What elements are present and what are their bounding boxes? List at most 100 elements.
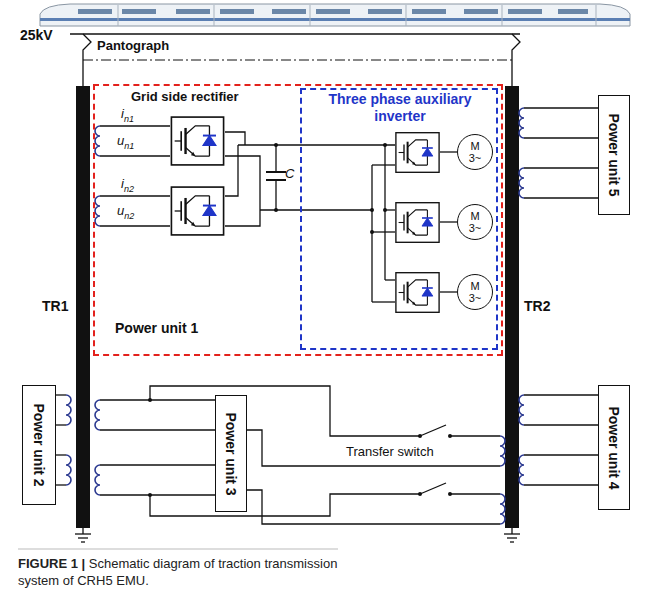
figure-number: FIGURE 1 | bbox=[18, 556, 85, 571]
caption-rule bbox=[18, 549, 338, 550]
ground-symbol bbox=[75, 533, 91, 534]
transformer-winding bbox=[519, 455, 524, 485]
switch-module bbox=[171, 117, 439, 312]
switch-module bbox=[396, 273, 439, 313]
train-illustration bbox=[502, 5, 503, 26]
train-illustration bbox=[316, 9, 350, 14]
power-unit-box: Power unit 5 bbox=[598, 95, 630, 215]
part-label: Pantograph bbox=[97, 38, 169, 53]
wire bbox=[56, 424, 66, 425]
wire bbox=[420, 425, 446, 436]
train-illustration bbox=[464, 9, 498, 14]
junction-dot bbox=[274, 208, 278, 212]
wire bbox=[100, 494, 215, 495]
transformer-winding bbox=[66, 108, 524, 524]
wire bbox=[450, 493, 500, 494]
wire bbox=[524, 137, 598, 138]
transformer-winding bbox=[95, 126, 100, 156]
junction-dot bbox=[148, 398, 152, 402]
train-illustration bbox=[412, 9, 446, 14]
wire bbox=[420, 483, 446, 494]
unit-label: Power unit 4 bbox=[606, 406, 622, 489]
transformer-bar bbox=[505, 86, 519, 528]
subscript: n2 bbox=[124, 184, 134, 194]
transformer-bar bbox=[76, 86, 90, 528]
wire bbox=[100, 155, 170, 156]
train-illustration bbox=[220, 9, 254, 14]
motor-label: M bbox=[470, 210, 479, 222]
transformer-winding bbox=[500, 436, 505, 466]
motor-symbol: M3~ bbox=[457, 134, 493, 170]
wire bbox=[56, 394, 66, 395]
wire bbox=[100, 225, 170, 226]
ground-symbol bbox=[511, 528, 512, 534]
transformer-bar bbox=[76, 86, 519, 528]
train-illustration bbox=[78, 9, 588, 14]
wire bbox=[524, 107, 598, 108]
ground-symbol bbox=[75, 528, 520, 542]
switch-module bbox=[396, 203, 439, 243]
wire bbox=[385, 279, 395, 280]
junction-dot bbox=[370, 208, 374, 212]
switch-module bbox=[396, 133, 439, 173]
unit-label: Power unit 2 bbox=[31, 403, 47, 486]
wire bbox=[440, 291, 457, 292]
subscript: n1 bbox=[124, 141, 134, 151]
wire bbox=[247, 430, 500, 466]
wire bbox=[524, 484, 598, 485]
train-illustration bbox=[40, 4, 630, 26]
train-illustration bbox=[78, 9, 112, 14]
train-illustration bbox=[508, 9, 542, 14]
overhead-line bbox=[83, 60, 512, 61]
junction-dot bbox=[274, 143, 278, 147]
wire bbox=[100, 399, 215, 400]
wire bbox=[150, 494, 420, 516]
motor-label: M bbox=[470, 280, 479, 292]
junction-dot bbox=[418, 434, 422, 438]
figure-caption: FIGURE 1 | Schematic diagram of traction… bbox=[18, 555, 340, 589]
transformer-winding bbox=[66, 395, 71, 425]
motor-label: 3~ bbox=[469, 152, 482, 164]
ground-symbol bbox=[510, 541, 514, 542]
wire bbox=[372, 301, 395, 302]
motor-symbol: M3~ bbox=[457, 204, 493, 240]
transformer-winding bbox=[95, 400, 100, 430]
train-illustration bbox=[122, 9, 156, 14]
wire bbox=[225, 145, 238, 196]
wire bbox=[56, 108, 598, 524]
train-illustration bbox=[176, 9, 210, 14]
motor-label: 3~ bbox=[469, 222, 482, 234]
train-illustration bbox=[558, 9, 588, 14]
ground-symbol bbox=[82, 528, 83, 534]
wire bbox=[275, 145, 276, 172]
signal-label: in1 bbox=[121, 106, 134, 124]
train-illustration bbox=[40, 18, 630, 21]
wire bbox=[150, 386, 420, 436]
junction-dot bbox=[383, 143, 387, 147]
wire bbox=[524, 454, 598, 455]
junction-dot bbox=[383, 208, 387, 212]
power-unit-box: Power unit 4 bbox=[598, 385, 630, 510]
part-label: Transfer switch bbox=[346, 444, 434, 459]
wire bbox=[372, 231, 395, 232]
junction-dot bbox=[370, 230, 374, 234]
signal-label: un1 bbox=[117, 133, 134, 151]
wire bbox=[450, 435, 500, 436]
train-illustration bbox=[40, 4, 630, 26]
ground-symbol bbox=[81, 541, 85, 542]
junction-dot bbox=[448, 492, 452, 496]
motor-label: 3~ bbox=[469, 292, 482, 304]
overhead-line bbox=[70, 33, 520, 34]
wire bbox=[100, 464, 215, 465]
train-illustration bbox=[368, 9, 402, 14]
train-illustration bbox=[118, 5, 119, 26]
power-unit-box: Power unit 3 bbox=[215, 395, 247, 512]
transformer-winding bbox=[95, 465, 100, 495]
wire bbox=[247, 490, 500, 524]
wire bbox=[440, 151, 457, 152]
train-illustration bbox=[214, 5, 215, 26]
voltage-label: 25kV bbox=[20, 27, 53, 43]
unit-label: Power unit 3 bbox=[223, 412, 239, 495]
subscript: n1 bbox=[124, 114, 134, 124]
inverter-region: Three phase auxiliary inverterM3~M3~M3~ bbox=[300, 88, 498, 350]
